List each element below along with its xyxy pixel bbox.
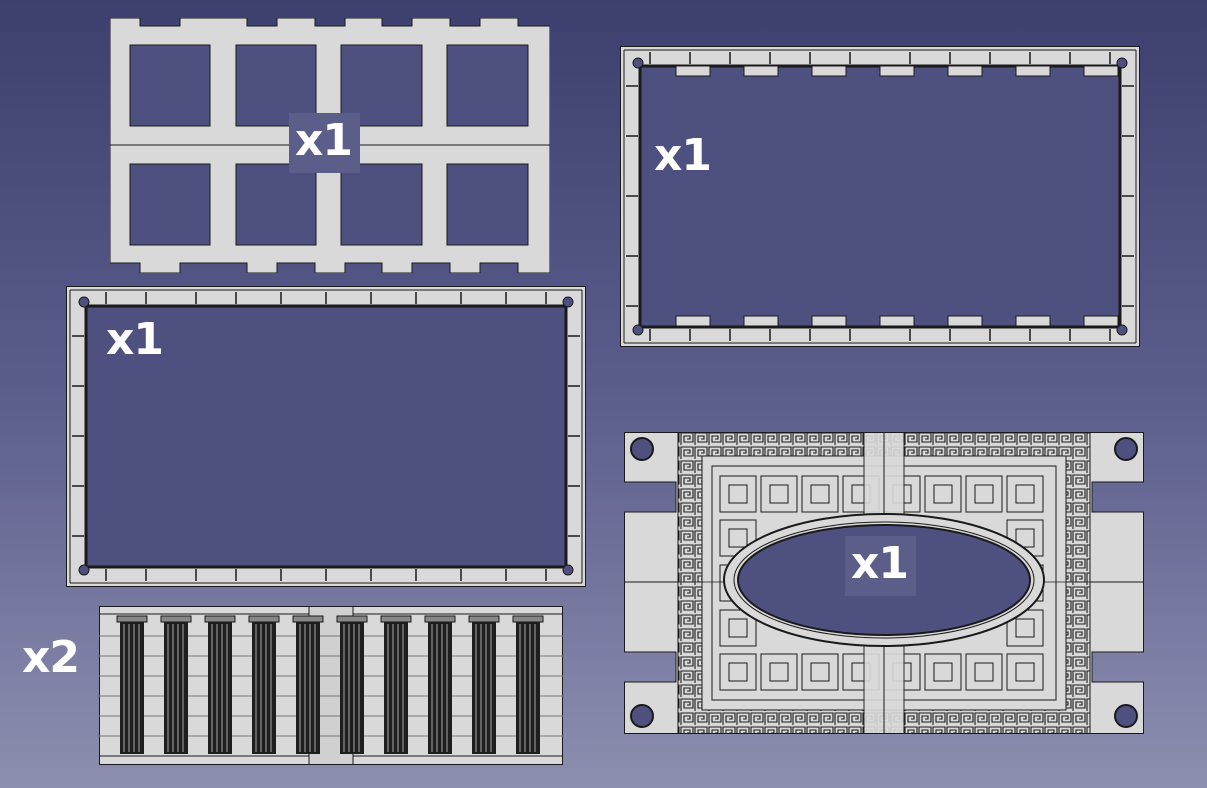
column-panel-icon: [99, 606, 563, 765]
grid-frame-quantity-label: x1: [289, 113, 360, 173]
rim-frame-right-part[interactable]: [620, 46, 1140, 347]
column-panel-part[interactable]: [99, 606, 563, 765]
rim-frame-right-quantity-label: x1: [654, 130, 712, 181]
grid-frame-part[interactable]: [110, 18, 550, 273]
rim-frame-icon: [66, 286, 586, 587]
grid-frame-icon: [110, 18, 550, 273]
column-panel-quantity-label: x2: [22, 632, 80, 683]
rim-frame-left-part[interactable]: [66, 286, 586, 587]
rim-frame-left-quantity-label: x1: [106, 314, 164, 365]
ornate-lid-quantity-label: x1: [845, 536, 916, 596]
rim-frame-icon: [620, 46, 1140, 347]
